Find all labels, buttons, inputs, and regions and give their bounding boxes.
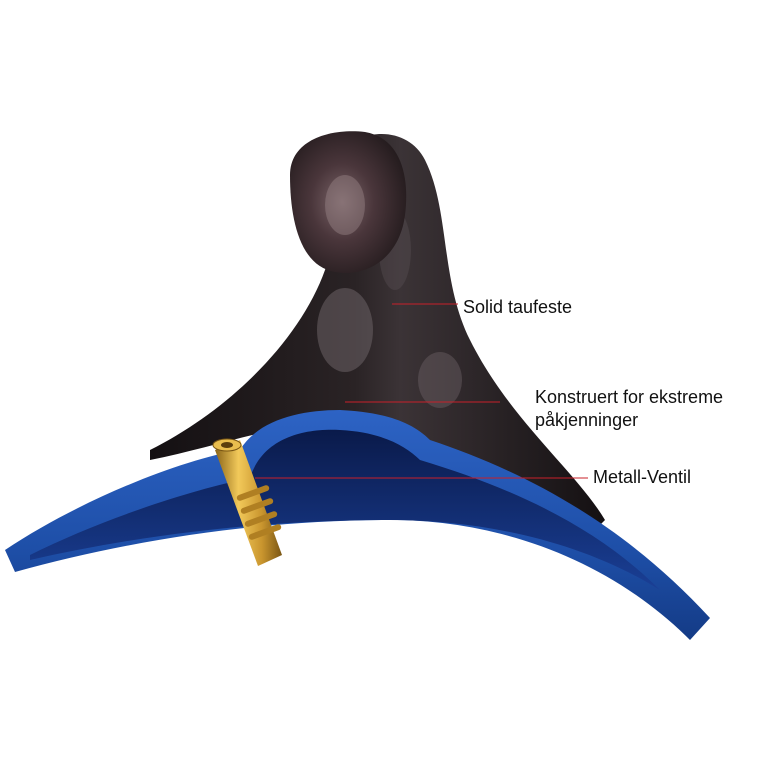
blue-outer-shell	[5, 410, 710, 640]
rubber-highlight	[317, 288, 373, 372]
knob-highlight	[325, 175, 365, 235]
rope-attachment-knob	[290, 131, 407, 273]
label-metall-ventil: Metall-Ventil	[593, 467, 692, 487]
inner-cavity	[30, 429, 660, 590]
rubber-highlight	[418, 352, 462, 408]
metal-valve	[212, 438, 282, 566]
label-konstruert-line2: påkjenninger	[535, 410, 639, 430]
label-solid-taufeste: Solid taufeste	[463, 297, 573, 317]
rubber-body	[150, 133, 605, 535]
label-konstruert-line1: Konstruert for ekstreme	[535, 387, 724, 407]
label-konstruert: Konstruert for ekstreme påkjenninger	[535, 386, 723, 432]
